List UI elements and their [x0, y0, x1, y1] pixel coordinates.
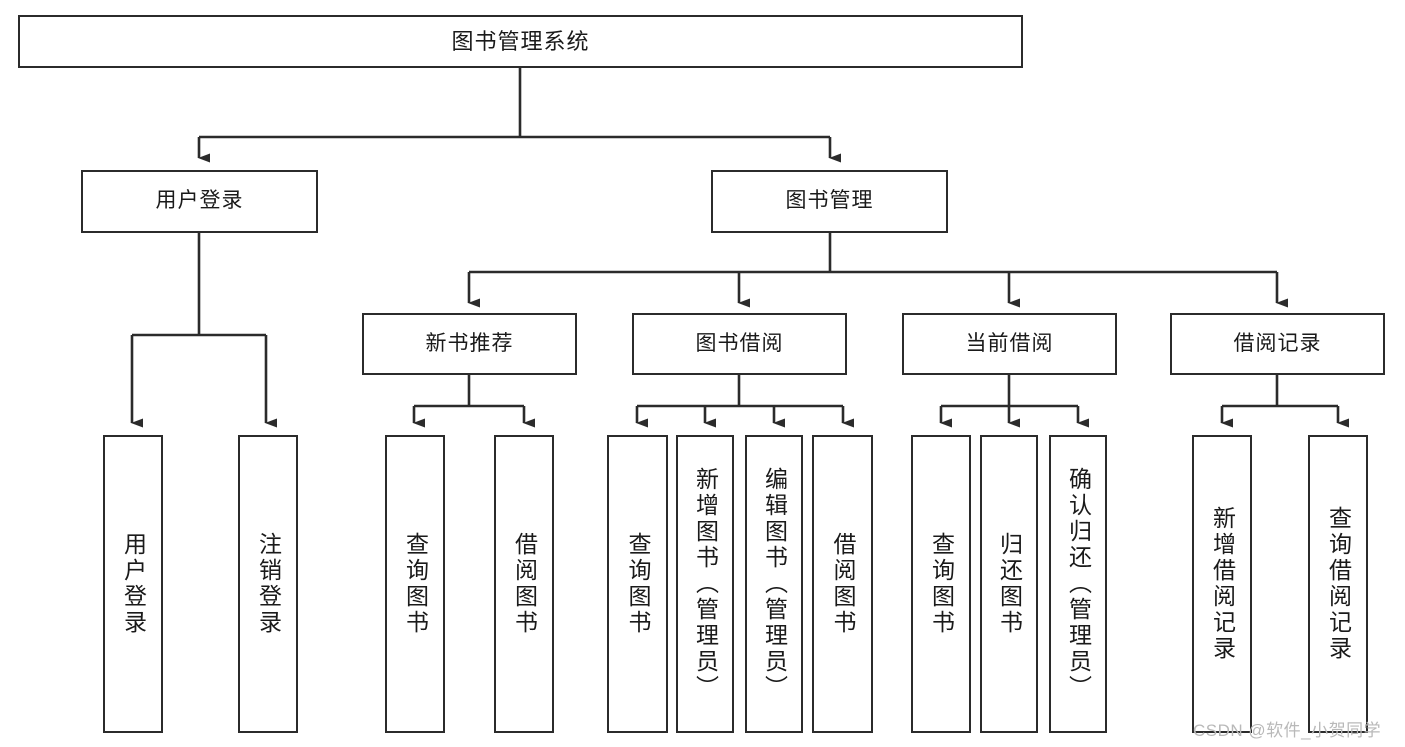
- node-label: 图书管理: [785, 189, 874, 213]
- leaf-borrow-query-book[interactable]: 查询图书: [607, 435, 668, 733]
- csdn-watermark: CSDN @软件_小贺同学: [1193, 721, 1382, 740]
- node-label: 注销登录: [255, 532, 282, 636]
- leaf-current-return-book[interactable]: 归还图书: [980, 435, 1038, 733]
- node-label: 新书推荐: [425, 331, 514, 355]
- node-book-borrow[interactable]: 图书借阅: [632, 313, 847, 375]
- node-label: 用户登录: [155, 189, 244, 213]
- node-label: 借阅图书: [511, 532, 538, 636]
- leaf-borrow-add-book-admin[interactable]: 新增图书（管理员）: [676, 435, 734, 733]
- leaf-user-login[interactable]: 用户登录: [103, 435, 163, 733]
- node-label: 确认归还（管理员）: [1065, 467, 1092, 701]
- node-label: 新增借阅记录: [1209, 506, 1236, 662]
- node-current-borrow[interactable]: 当前借阅: [902, 313, 1117, 375]
- node-book-management[interactable]: 图书管理: [711, 170, 948, 233]
- node-new-book-recommend[interactable]: 新书推荐: [362, 313, 577, 375]
- leaf-newbook-borrow-book[interactable]: 借阅图书: [494, 435, 554, 733]
- node-borrow-record[interactable]: 借阅记录: [1170, 313, 1385, 375]
- node-user-login[interactable]: 用户登录: [81, 170, 318, 233]
- node-label: 图书借阅: [695, 331, 784, 355]
- node-label: 编辑图书（管理员）: [761, 467, 788, 701]
- leaf-record-query-record[interactable]: 查询借阅记录: [1308, 435, 1368, 733]
- leaf-newbook-query-book[interactable]: 查询图书: [385, 435, 445, 733]
- node-label: 归还图书: [996, 532, 1023, 636]
- leaf-user-logout[interactable]: 注销登录: [238, 435, 298, 733]
- leaf-borrow-edit-book-admin[interactable]: 编辑图书（管理员）: [745, 435, 803, 733]
- leaf-current-confirm-return-admin[interactable]: 确认归还（管理员）: [1049, 435, 1107, 733]
- node-label: 查询图书: [402, 532, 429, 636]
- leaf-borrow-borrow-book[interactable]: 借阅图书: [812, 435, 873, 733]
- node-label: 借阅图书: [830, 532, 856, 636]
- node-label: 借阅记录: [1233, 331, 1322, 355]
- node-label: 当前借阅: [965, 331, 1054, 355]
- node-label: 查询图书: [928, 532, 955, 636]
- node-label: 图书管理系统: [451, 28, 590, 54]
- node-label: 新增图书（管理员）: [692, 467, 719, 701]
- leaf-current-query-book[interactable]: 查询图书: [911, 435, 971, 733]
- node-root-system[interactable]: 图书管理系统: [18, 15, 1023, 68]
- node-label: 查询借阅记录: [1325, 506, 1352, 662]
- node-label: 查询图书: [625, 532, 651, 636]
- node-label: 用户登录: [120, 532, 147, 636]
- leaf-record-add-record[interactable]: 新增借阅记录: [1192, 435, 1252, 733]
